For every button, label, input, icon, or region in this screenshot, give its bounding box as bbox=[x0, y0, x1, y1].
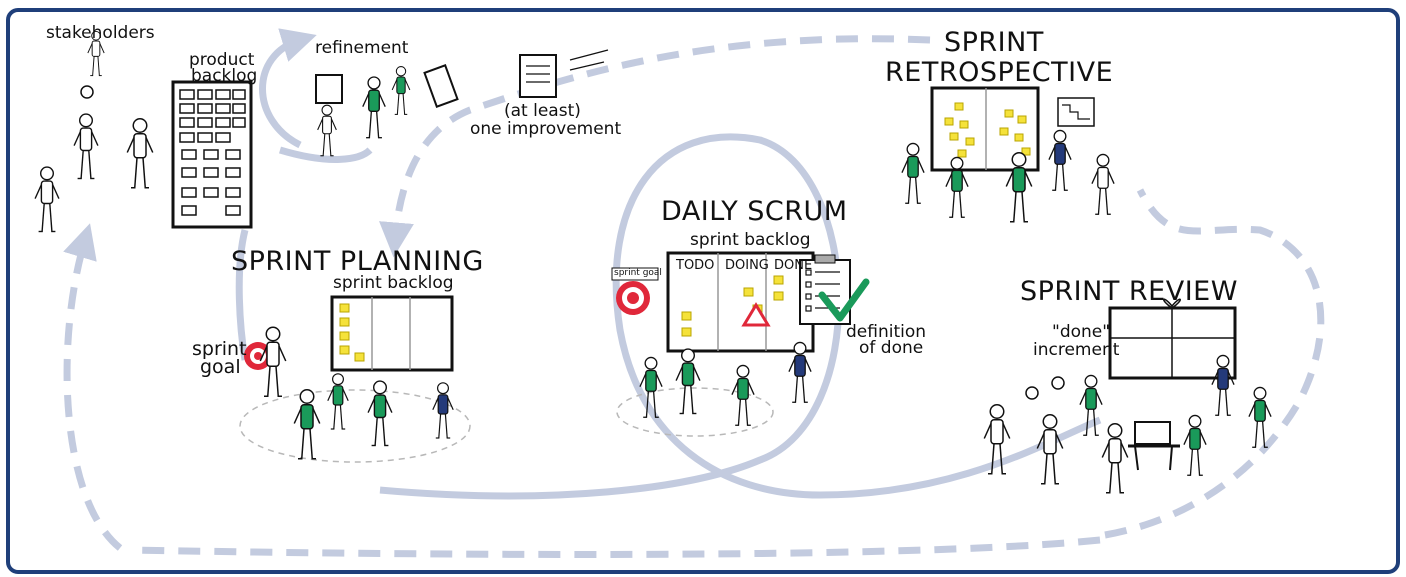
refinement-loop-bottom bbox=[278, 146, 373, 163]
stakeholders-label: stakeholders bbox=[46, 23, 155, 43]
lightbulb-icon bbox=[1025, 386, 1039, 400]
target-icon bbox=[616, 281, 650, 315]
stakeholder-red bbox=[126, 117, 154, 189]
dashed-loop-arrow bbox=[63, 223, 123, 551]
definition-of-done-label-line2: of done bbox=[859, 338, 924, 358]
retrospective-board bbox=[930, 86, 1095, 172]
refinement-loop-arrow bbox=[259, 28, 317, 149]
warning-icon bbox=[741, 302, 771, 327]
sprint-retrospective-title-line2: RETROSPECTIVE bbox=[885, 57, 1114, 88]
done-increment-label-line2: increment bbox=[1033, 340, 1120, 360]
doing-column-label: DOING bbox=[725, 258, 769, 273]
gift-box-icon bbox=[1108, 298, 1237, 380]
lightbulb-icon bbox=[80, 85, 94, 99]
product-backlog-board bbox=[171, 80, 253, 229]
planning-connector bbox=[235, 229, 249, 361]
done-column-label: DONE bbox=[774, 258, 813, 273]
refinement-paper-2 bbox=[423, 64, 459, 108]
sprint-planning-board bbox=[330, 295, 454, 372]
sprint-goal-tag-label: sprint goal bbox=[614, 268, 662, 278]
document-icon bbox=[519, 54, 557, 98]
lightbulb-icon bbox=[1051, 376, 1065, 390]
sprint-goal-label-line1: sprint bbox=[192, 338, 247, 360]
sprint-goal-tag bbox=[611, 267, 659, 281]
refinement-label: refinement bbox=[315, 38, 409, 58]
sprint-retrospective-title-line1: SPRINT bbox=[944, 27, 1044, 58]
checkmark-icon bbox=[818, 278, 870, 322]
dashed-bottom-arrow bbox=[129, 536, 1101, 558]
daily-scrum-loop bbox=[379, 133, 1102, 500]
done-increment-label-line1: "done" bbox=[1052, 322, 1111, 342]
outer-frame bbox=[6, 8, 1400, 574]
todo-column-label: TODO bbox=[676, 258, 715, 273]
refinement-paper bbox=[315, 74, 343, 104]
planning-sprint-backlog-label: sprint backlog bbox=[333, 273, 454, 293]
improvement-label-line2: one improvement bbox=[470, 119, 622, 139]
definition-of-done-clipboard bbox=[799, 254, 870, 325]
sprint-planning-title: SPRINT PLANNING bbox=[231, 246, 484, 277]
daily-scrum-board bbox=[666, 251, 815, 353]
daily-sprint-backlog-label: sprint backlog bbox=[690, 230, 811, 250]
product-backlog-label-line1: product bbox=[189, 50, 255, 70]
planning-team-circle bbox=[239, 389, 471, 463]
laptop-icon bbox=[1128, 421, 1180, 471]
daily-team-circle bbox=[616, 387, 774, 437]
definition-of-done-label-line1: definition bbox=[846, 322, 927, 342]
product-backlog-label-line2: backlog bbox=[191, 66, 258, 86]
daily-scrum-title: DAILY SCRUM bbox=[661, 196, 848, 227]
improvement-label-line1: (at least) bbox=[504, 101, 581, 121]
sprint-goal-label-line2: goal bbox=[200, 356, 241, 378]
dashed-review-loop bbox=[1104, 188, 1325, 539]
dashed-improvement-arrow bbox=[379, 35, 931, 258]
sprint-review-title: SPRINT REVIEW bbox=[1020, 276, 1238, 307]
